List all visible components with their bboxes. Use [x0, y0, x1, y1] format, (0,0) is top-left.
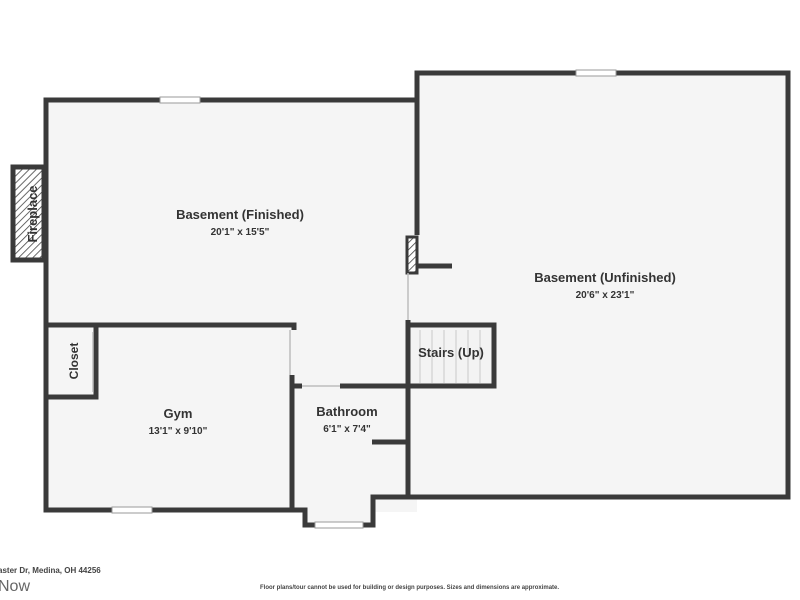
fireplace-label: Fireplace [25, 185, 40, 242]
window-bathroom-bottom [314, 521, 364, 529]
wall-finished-exterior [43, 97, 417, 513]
window-unfinished-top [575, 69, 617, 77]
wall-closet [46, 325, 99, 400]
room-dims-basement-unfinished: 20'6" x 23'1" [576, 290, 635, 301]
room-labels: Basement (Finished) 20'1" x 15'5" Baseme… [67, 207, 676, 437]
floor-basement-finished [46, 100, 417, 512]
room-name-basement-finished: Basement (Finished) [176, 207, 304, 222]
windows [111, 69, 617, 529]
footer-disclaimer: Floor plans/tour cannot be used for buil… [260, 585, 560, 591]
wall-unfinished-exterior [292, 70, 791, 528]
wall-divider-block [405, 235, 419, 275]
window-finished-top [159, 96, 201, 104]
footer-brand: Now [0, 578, 31, 595]
footer-address: aster Dr, Medina, OH 44256 [0, 566, 101, 575]
room-name-bathroom: Bathroom [316, 404, 377, 419]
wall-stairs [408, 322, 497, 389]
window-gym-bottom [111, 506, 153, 514]
room-name-gym: Gym [164, 406, 193, 421]
room-name-basement-unfinished: Basement (Unfinished) [534, 270, 676, 285]
interior-walls [46, 100, 497, 510]
room-dims-basement-finished: 20'1" x 15'5" [211, 227, 270, 238]
room-name-closet: Closet [67, 343, 81, 380]
door-openings [92, 273, 409, 392]
room-dims-gym: 13'1" x 9'10" [149, 426, 208, 437]
exterior-walls [43, 70, 791, 528]
floor-basement-unfinished [417, 73, 788, 498]
fireplace-hatch [10, 164, 47, 263]
fireplace: Fireplace [10, 164, 47, 263]
room-dims-bathroom: 6'1" x 7'4" [323, 424, 371, 435]
room-name-stairs: Stairs (Up) [418, 345, 484, 360]
floor-bathroom-bay [305, 497, 373, 524]
wall-gym-top [46, 322, 297, 330]
stair-treads [419, 330, 481, 383]
